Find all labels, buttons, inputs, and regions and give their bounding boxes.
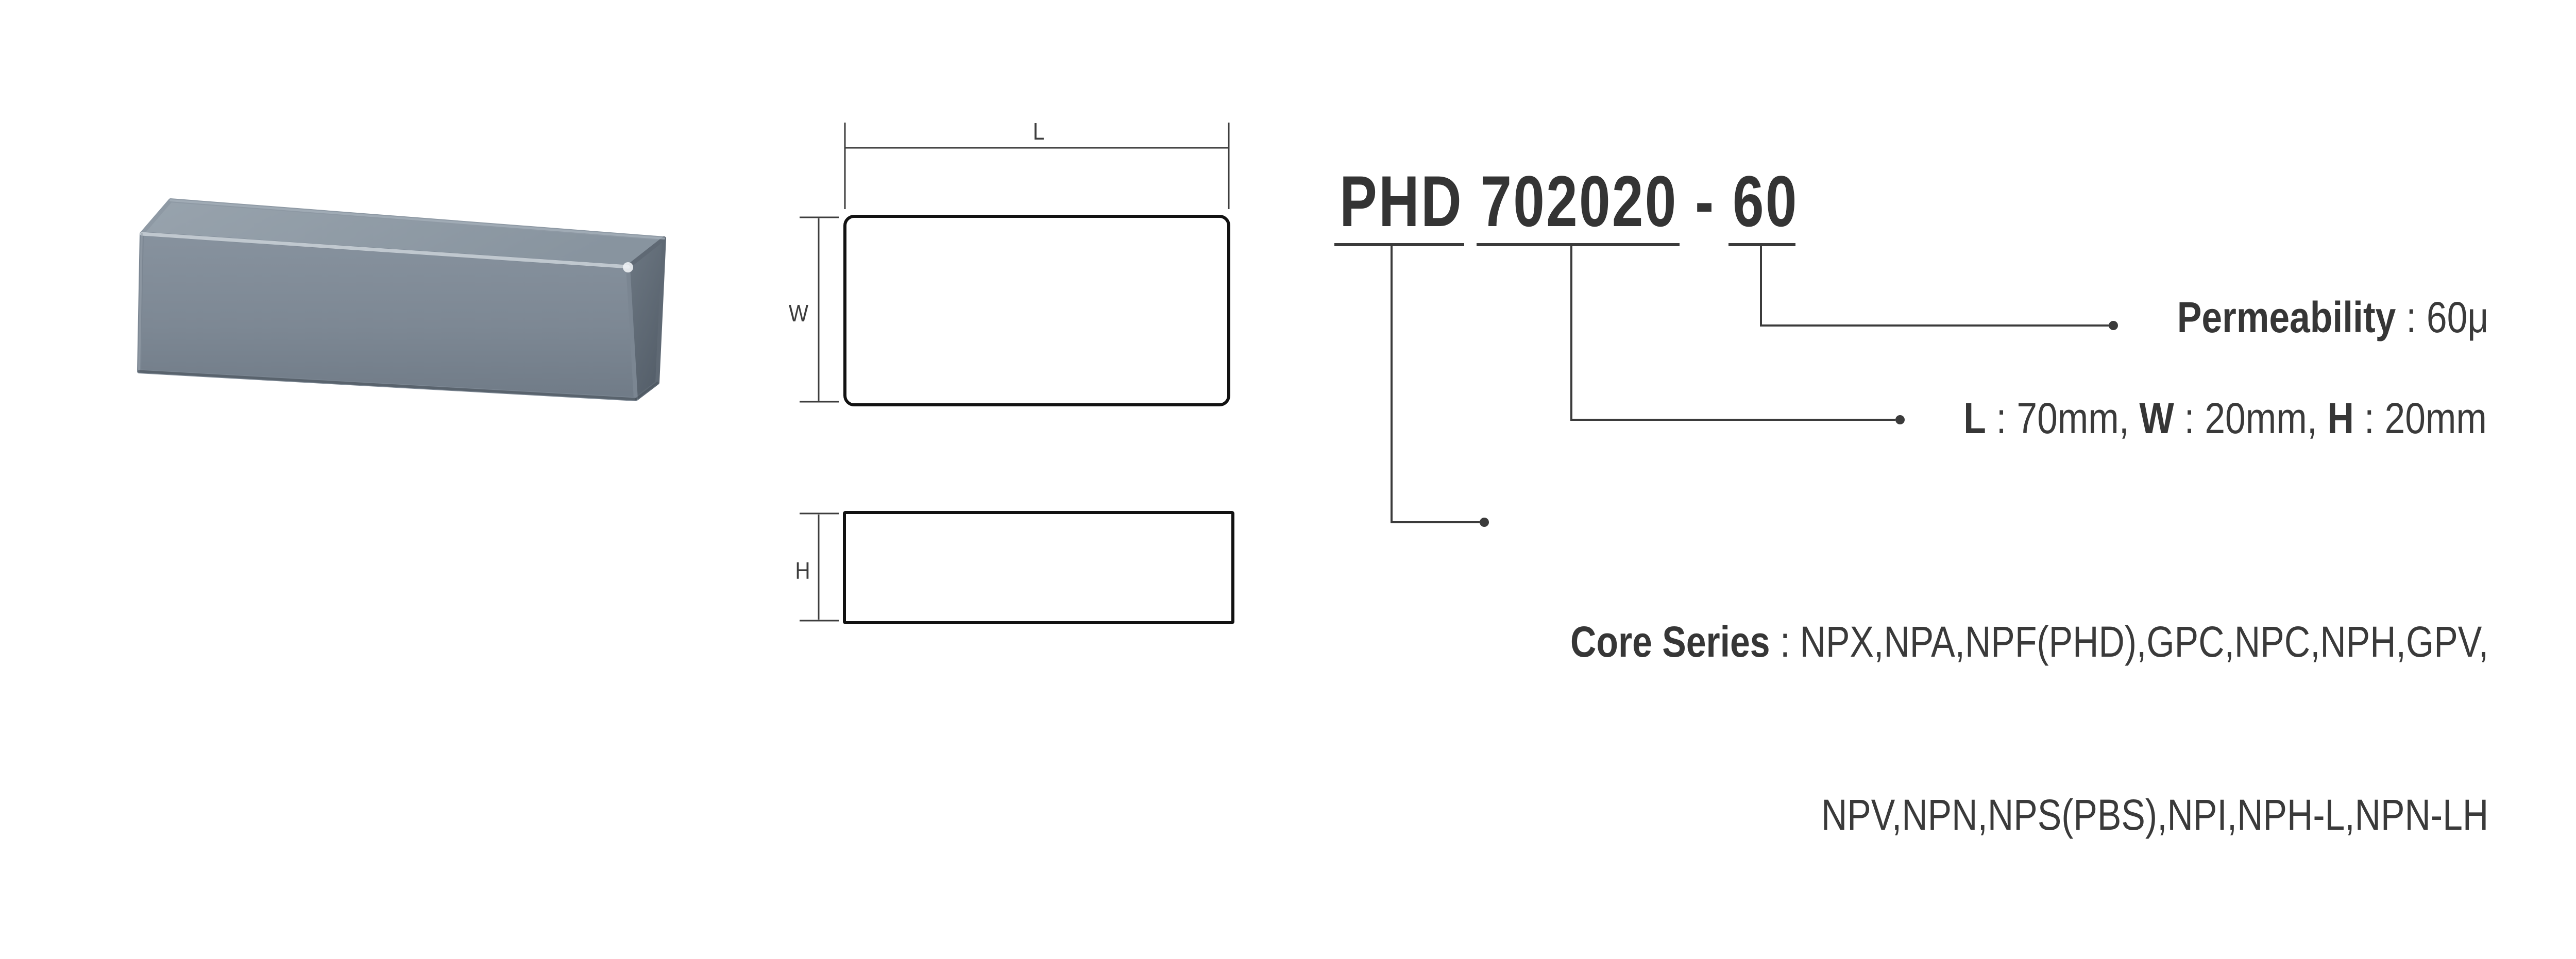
side-view-height-label: H [795,557,810,584]
permeability-bullet [2109,321,2118,330]
core-series-connector [1391,246,1489,527]
block-back-edge-highlight [170,199,665,239]
core-series-values-line2: NPV,NPN,NPS(PBS),NPI,NPH-L,NPN-LH [1821,791,2488,839]
size-h-value: 20mm [2384,394,2487,442]
core-series-callout: Core Series : NPX,NPA,NPF(PHD),GPC,NPC,N… [1570,498,2488,959]
block-right-bottom-edge-shadow [635,382,658,400]
front-view-length-label: L [1032,118,1045,145]
permeability-callout: Permeability : 60μ [2177,296,2488,339]
permeability-connector-line [1760,246,2109,327]
size-l-value: 70mm [2016,394,2119,442]
core-series-bullet [1480,518,1489,527]
product-diagram-page: L W H PHD 702020 - 60 Permeability : 60μ… [137,118,2488,839]
core-3d-render [137,198,666,401]
size-connector-line [1570,246,1895,421]
block-specular-highlight [623,262,633,272]
size-bullet [1895,415,1905,424]
block-left-edge-highlight [138,233,143,372]
size-w-sep: : [2174,394,2205,442]
part-number: PHD 702020 - 60 [1340,161,1799,242]
size-l-sep: : [1986,394,2017,442]
size-callout: L : 70mm, W : 20mm, H : 20mm [1963,397,2487,440]
permeability-separator: : [2395,293,2427,341]
permeability-connector [1760,246,2118,330]
size-w-label: W [2139,394,2174,442]
core-series-separator: : [1770,618,1800,666]
height-dimension [800,512,839,622]
size-l-after: , [2119,394,2140,442]
core-series-connector-line [1391,246,1480,523]
width-dimension [800,216,839,403]
permeability-label: Permeability [2177,293,2396,341]
size-h-sep: : [2354,394,2385,442]
core-series-line2: NPV,NPN,NPS(PBS),NPI,NPH-L,NPN-LH [1570,786,2488,844]
side-view-outline [843,511,1234,624]
size-h-label: H [2327,394,2354,442]
block-top-edge-highlight [140,232,630,269]
core-series-line1: Core Series : NPX,NPA,NPF(PHD),GPC,NPC,N… [1570,613,2488,671]
permeability-value: 60μ [2426,293,2488,341]
size-l-label: L [1963,394,1986,442]
size-w-value: 20mm [2205,394,2307,442]
diagram-linework [800,123,2118,624]
size-w-after: , [2307,394,2328,442]
core-series-values-line1: NPX,NPA,NPF(PHD),GPC,NPC,NPH,GPV, [1800,618,2488,666]
size-connector [1570,246,1905,424]
block-bottom-edge-shadow [138,370,637,401]
core-series-label: Core Series [1570,618,1770,666]
front-view-width-label: W [788,300,809,327]
front-view-outline [843,215,1230,406]
length-dimension [844,123,1230,209]
